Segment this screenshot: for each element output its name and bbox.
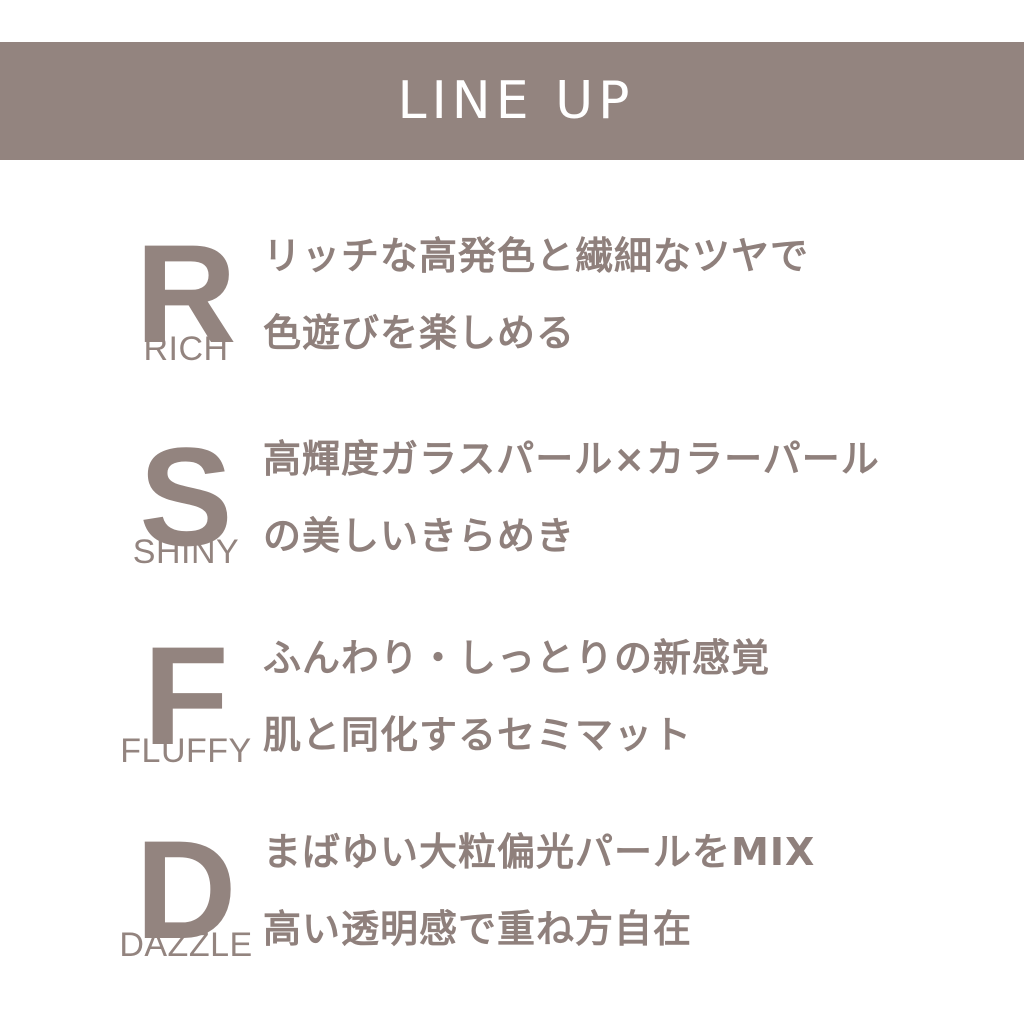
item-name: DAZZLE xyxy=(119,926,253,964)
lineup-item-rich: R RICH リッチな高発色と繊細なツヤで 色遊びを楽しめる xyxy=(0,222,1024,382)
item-name: SHINY xyxy=(132,533,240,571)
description-line-2: 高い透明感で重ね方自在 xyxy=(263,907,693,951)
initial-letter: D xyxy=(135,811,237,968)
lineup-item-dazzle: D DAZZLE まばゆい大粒偏光パールをMIX 高い透明感で重ね方自在 xyxy=(0,818,1024,978)
initial-letter: F xyxy=(143,617,229,774)
item-name: FLUFFY xyxy=(120,732,252,770)
letter-block: S SHINY xyxy=(86,425,286,585)
description-line-1: リッチな高発色と繊細なツヤで xyxy=(263,234,810,278)
description-line-2: 色遊びを楽しめる xyxy=(263,311,576,355)
description-line-1: まばゆい大粒偏光パールをMIX xyxy=(263,830,816,874)
description-line-2: の美しいきらめき xyxy=(263,514,576,558)
letter-block: D DAZZLE xyxy=(86,818,286,978)
lineup-item-shiny: S SHINY 高輝度ガラスパール×カラーパール の美しいきらめき xyxy=(0,425,1024,585)
letter-block: F FLUFFY xyxy=(86,624,286,784)
initial-letter: R xyxy=(135,215,237,372)
letter-block: R RICH xyxy=(86,222,286,382)
page-title: LINE UP xyxy=(397,71,635,131)
initial-letter: S xyxy=(139,418,233,575)
description-line-2: 肌と同化するセミマット xyxy=(263,713,693,757)
lineup-item-fluffy: F FLUFFY ふんわり・しっとりの新感覚 肌と同化するセミマット xyxy=(0,624,1024,784)
item-name: RICH xyxy=(143,330,229,368)
description-line-1: 高輝度ガラスパール×カラーパール xyxy=(263,437,880,481)
header-band: LINE UP xyxy=(0,42,1024,160)
description-line-1: ふんわり・しっとりの新感覚 xyxy=(263,636,771,680)
